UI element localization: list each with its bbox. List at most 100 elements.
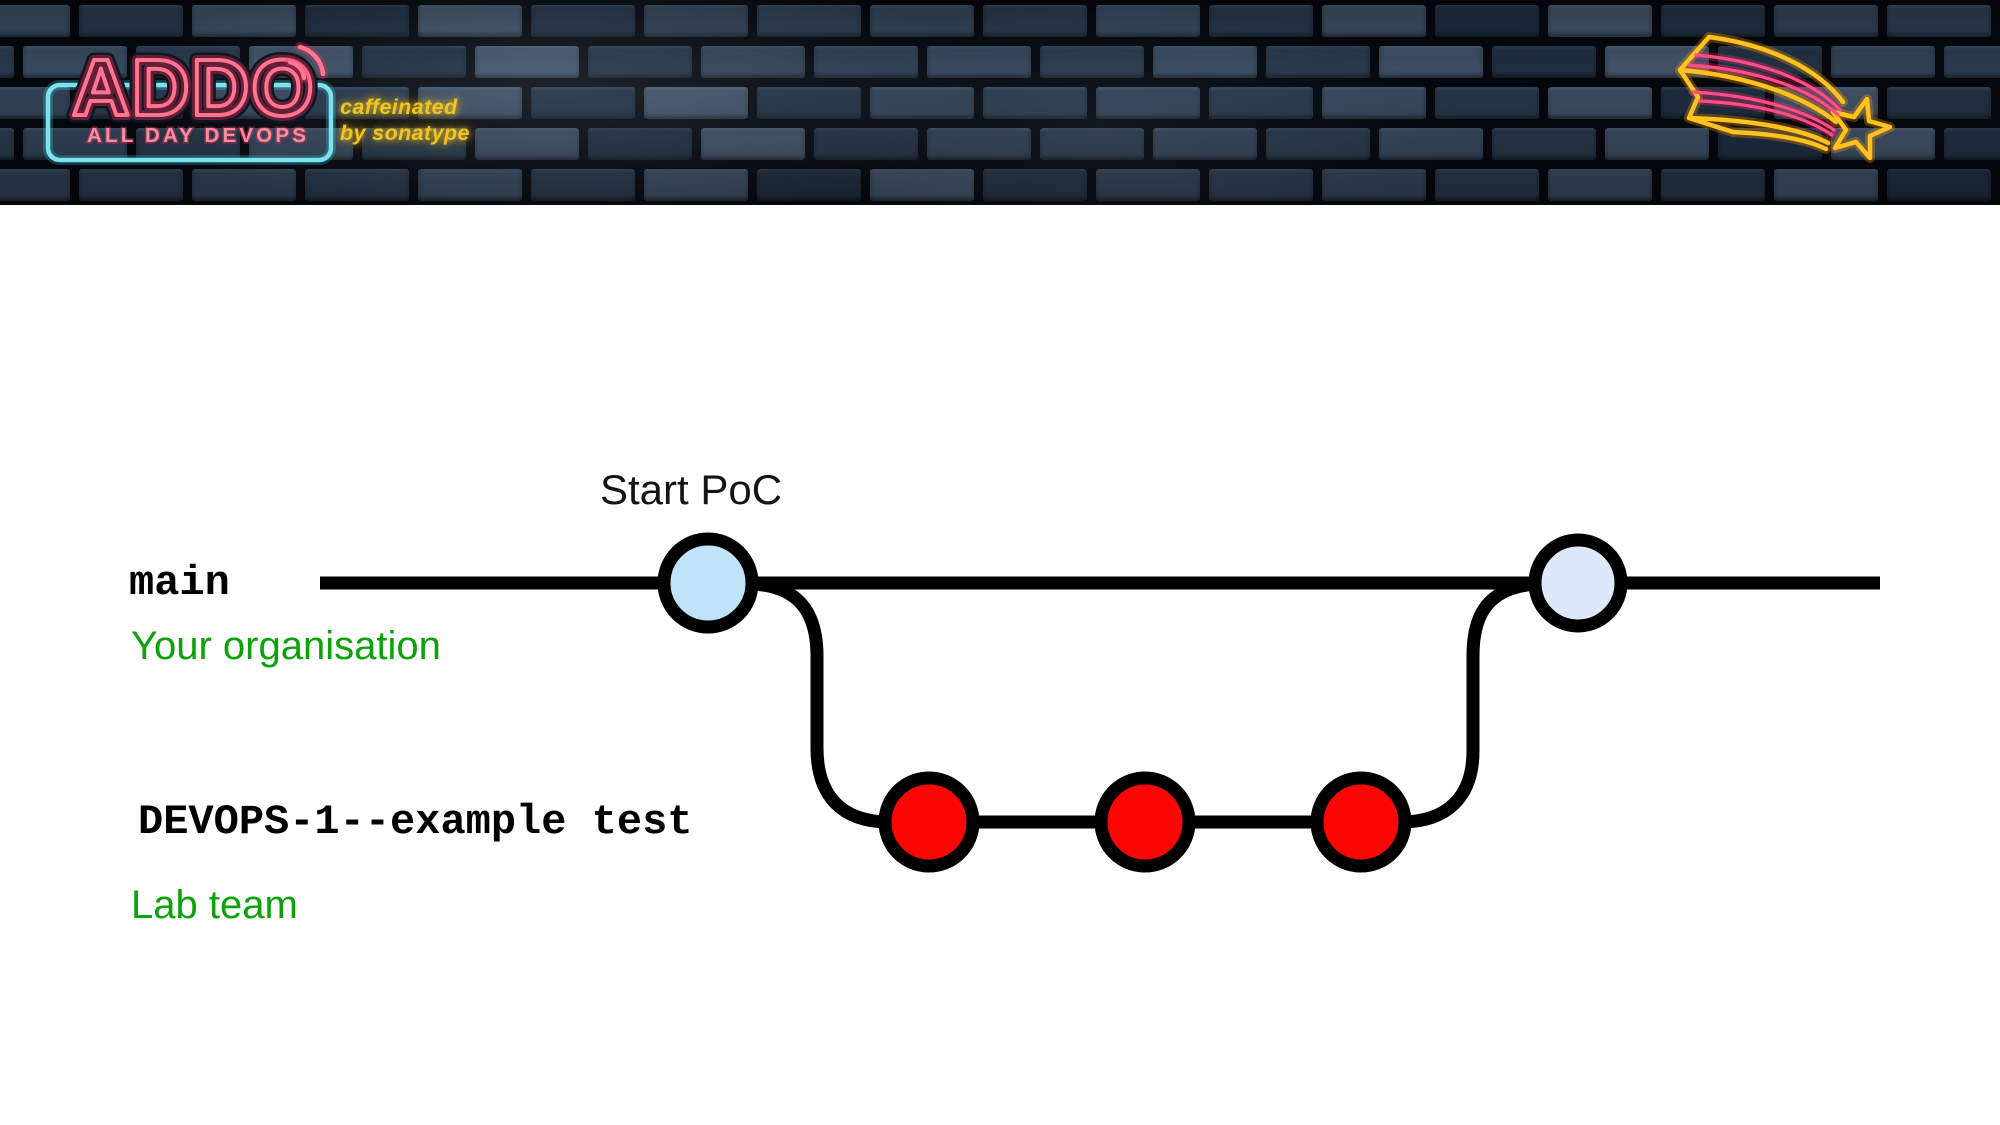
brick [1096,169,1200,201]
brick [305,169,409,201]
brick [531,5,635,37]
brick [475,46,579,78]
brick [249,128,353,160]
brick [192,87,296,119]
brick [1096,5,1200,37]
brick [1492,128,1596,160]
brick [1548,5,1652,37]
brick [305,5,409,37]
addo-neon-logo: ADDO ADDO ADDO ALL DAY DEVOPS ALL DAY DE… [43,36,336,165]
brick [1774,169,1878,201]
brick [1209,169,1313,201]
signal-waves-icon [285,42,328,83]
brick [1605,128,1709,160]
logo-title-glow: ADDO [72,43,316,132]
annotation-start-poc: Start PoC [600,466,783,513]
branch-name-feature: DEVOPS-1--example test [138,798,693,846]
brick [1266,128,1370,160]
brick [0,128,14,160]
brick [983,5,1087,37]
brick [870,87,974,119]
brick [1944,46,2000,78]
brick [418,87,522,119]
brick [1831,46,1935,78]
commit-node-feature-1 [878,771,980,873]
logo-subtitle-glow: ALL DAY DEVOPS [87,124,309,147]
brick [418,169,522,201]
brick [531,87,635,119]
commit-node-merge [1528,533,1628,633]
brick [1322,5,1426,37]
tagline-line2: by sonatype [340,120,470,146]
brick [1887,87,1991,119]
brick [927,46,1031,78]
brick [1379,46,1483,78]
brick [701,128,805,160]
logo-box [45,82,334,163]
tagline-line1: caffeinated [340,94,470,120]
brick [1379,128,1483,160]
brick [0,5,70,37]
brick [305,87,409,119]
brick [870,5,974,37]
tagline-line1-text: caffeinated [340,95,458,119]
brick [983,87,1087,119]
commit-node-feature-3 [1310,771,1412,873]
logo-title-occluder: ADDO [72,43,316,132]
brick [1435,5,1539,37]
brick [814,46,918,78]
brick [588,46,692,78]
brick [1548,169,1652,201]
shooting-star-icon [1675,32,1895,163]
brick [1887,5,1991,37]
brick [1661,169,1765,201]
brick [1492,46,1596,78]
brick [1040,46,1144,78]
brick [362,46,466,78]
brick [1266,46,1370,78]
brick [1944,128,2000,160]
brick [136,46,240,78]
brick [644,5,748,37]
brick [757,169,861,201]
brick [588,128,692,160]
tagline-line2-text: by sonatype [340,121,470,145]
brick-wall-background [0,0,2000,205]
brick [0,87,70,119]
brick [1322,87,1426,119]
branch-name-main: main [129,559,230,607]
brick [1322,169,1426,201]
logo-subtitle: ALL DAY DEVOPS [87,124,309,147]
brick [701,46,805,78]
brick [1209,5,1313,37]
brick [1153,46,1257,78]
brick [757,5,861,37]
logo-title: ADDO [72,43,316,132]
brick [79,5,183,37]
brick [870,169,974,201]
brick [136,128,240,160]
brick [362,128,466,160]
tagline: caffeinated by sonatype [340,94,470,146]
brick [1661,5,1765,37]
brick [1209,87,1313,119]
brick [531,169,635,201]
brick [1435,169,1539,201]
brick [1153,128,1257,160]
brick [757,87,861,119]
brick [79,87,183,119]
brick [1774,5,1878,37]
brick [644,169,748,201]
commit-node-start-poc [657,532,759,634]
brick [418,5,522,37]
commit-node-feature-2 [1094,771,1196,873]
brick [983,169,1087,201]
brick [23,128,127,160]
branch-owner-main: Your organisation [131,624,441,668]
brick [927,128,1031,160]
brick [1040,128,1144,160]
brick [192,5,296,37]
branch-owner-feature: Lab team [131,883,298,927]
